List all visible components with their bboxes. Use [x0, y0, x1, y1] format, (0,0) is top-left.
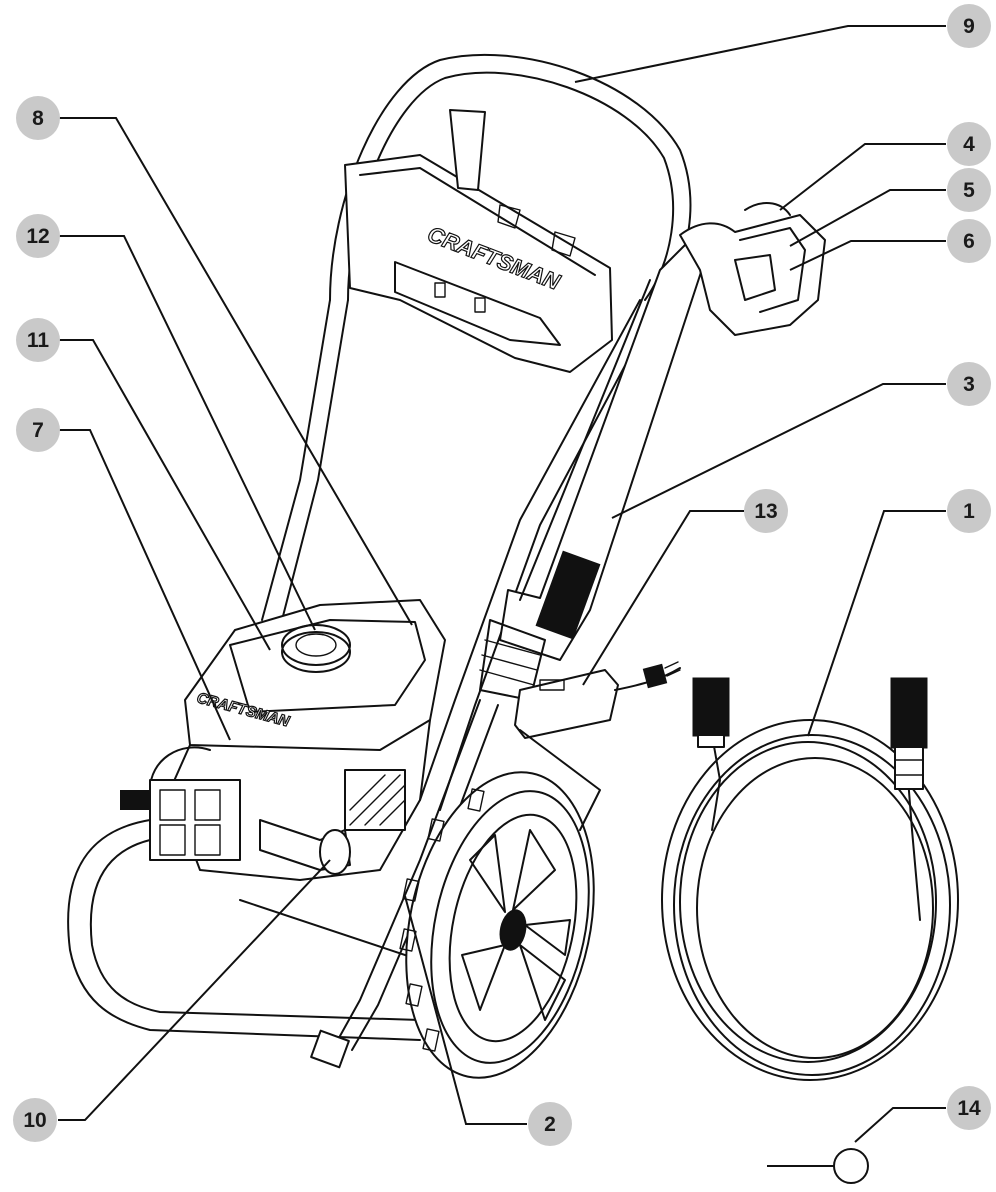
callout-14: 14 [947, 1086, 991, 1130]
svg-text:14: 14 [957, 1097, 981, 1120]
svg-text:2: 2 [544, 1113, 556, 1136]
callout-1: 1 [947, 489, 991, 533]
svg-text:3: 3 [963, 373, 975, 396]
svg-text:4: 4 [963, 133, 975, 156]
leader-10 [58, 859, 331, 1121]
callout-12: 12 [16, 214, 60, 258]
svg-text:8: 8 [32, 107, 44, 130]
wheel [399, 771, 595, 1079]
leader-5 [789, 189, 946, 247]
hose-coupler-right [890, 677, 928, 749]
svg-text:11: 11 [27, 329, 50, 352]
leader-6 [789, 240, 946, 271]
detachable-part-circle [833, 1148, 869, 1184]
callout-2: 2 [528, 1102, 572, 1146]
callout-10: 10 [13, 1098, 57, 1142]
svg-text:1: 1 [963, 500, 975, 523]
svg-text:9: 9 [963, 15, 975, 38]
svg-text:10: 10 [23, 1109, 46, 1132]
callout-8: 8 [16, 96, 60, 140]
svg-text:7: 7 [32, 419, 44, 442]
hose-coupler-left [692, 677, 730, 737]
leader-7 [58, 429, 231, 741]
leader-3 [611, 383, 946, 519]
callout-5: 5 [947, 168, 991, 212]
leader-13 [582, 510, 744, 686]
leader-9 [574, 25, 946, 83]
high-pressure-hose [661, 677, 959, 1081]
base-frame [67, 819, 421, 1041]
spray-gun [679, 202, 826, 336]
leader-8 [58, 117, 413, 626]
pump [120, 779, 351, 875]
callout-13: 13 [744, 489, 788, 533]
leader-1 [807, 510, 946, 737]
svg-text:6: 6 [963, 230, 975, 253]
callout-6: 6 [947, 219, 991, 263]
trigger [734, 254, 776, 301]
callout-9: 9 [947, 4, 991, 48]
svg-text:12: 12 [26, 225, 49, 248]
gfci-power-cord [514, 661, 681, 831]
leader-12 [58, 235, 316, 631]
callout-7: 7 [16, 408, 60, 452]
nozzle-holder-bracket: CRAFTSMAN [344, 109, 613, 373]
callout-leaders [58, 25, 946, 1184]
callout-3: 3 [947, 362, 991, 406]
leader-11 [58, 339, 271, 651]
callout-11: 11 [16, 318, 60, 362]
svg-text:5: 5 [963, 179, 975, 202]
leader-4 [779, 143, 946, 211]
svg-text:13: 13 [754, 500, 777, 523]
callout-4: 4 [947, 122, 991, 166]
leader-2 [404, 895, 527, 1125]
leader-14 [854, 1107, 946, 1143]
